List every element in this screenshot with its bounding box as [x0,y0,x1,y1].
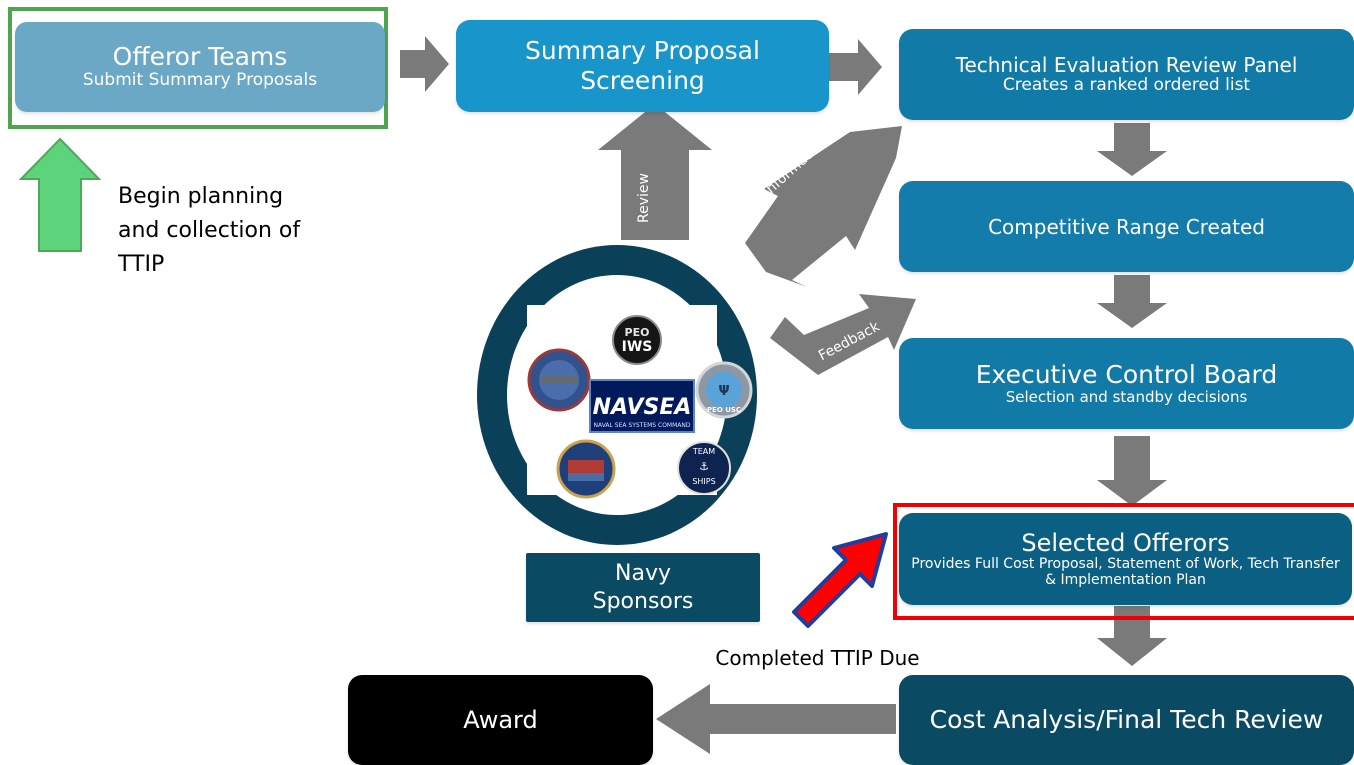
tech-eval-title: Technical Evaluation Review Panel [955,52,1298,77]
team-ships-logo-icon [677,441,731,495]
offeror-teams-sub: Submit Summary Proposals [82,69,318,90]
competitive-range-box[interactable]: Competitive Range Created [899,181,1354,272]
award-title: Award [463,705,538,734]
tech-eval-sub: Creates a ranked ordered list [1002,74,1251,95]
cost-analysis-title: Cost Analysis/Final Tech Review [929,705,1324,735]
arrow-offeror-to-screening [400,36,449,92]
green-up-arrow-icon [19,137,101,252]
summary-screening-box[interactable]: Summary Proposal Screening [456,20,829,112]
exec-board-box[interactable]: Executive Control Board Selection and st… [899,338,1354,429]
selected-offerors-title: Selected Offerors [1021,528,1230,557]
sponsor-ring-graphic: PEO IWS NAVSEA NAVAL SEA SYSTEMS COMMAND… [477,245,757,545]
navy-sponsors-ring: PEO IWS NAVSEA NAVAL SEA SYSTEMS COMMAND… [472,240,762,550]
offeror-teams-box[interactable]: Offeror Teams Submit Summary Proposals [15,22,385,112]
navsea-logo-subtext: NAVAL SEA SYSTEMS COMMAND [593,422,690,429]
svg-text:SHIPS: SHIPS [692,477,715,486]
red-pointer-arrow-icon [792,532,888,628]
award-box[interactable]: Award [348,675,653,765]
tech-eval-box[interactable]: Technical Evaluation Review Panel Create… [899,29,1354,120]
selected-offerors-sub: Provides Full Cost Proposal, Statement o… [911,556,1340,589]
svg-text:⚓: ⚓ [699,460,709,473]
arrow-tech-to-competitive [1097,123,1167,176]
exec-board-sub: Selection and standby decisions [1005,387,1248,406]
peo-iws-logo-icon [612,315,662,365]
summary-screening-title: Summary Proposal Screening [525,36,760,95]
selected-offerors-box[interactable]: Selected Offerors Provides Full Cost Pro… [899,513,1352,605]
arrow-competitive-to-exec [1097,275,1167,328]
feedback-label: Feedback [816,318,883,365]
selected-highlight-frame [893,503,1354,620]
navsea-logo [589,379,695,433]
begin-planning-note: Begin planning and collection of TTIP [118,184,301,278]
arrow-exec-to-selected [1097,436,1167,506]
arrow-cost-to-award [656,684,896,754]
svg-text:Ψ: Ψ [718,384,729,399]
svg-text:PEO: PEO [625,326,650,339]
review-label: Review [636,173,652,223]
svg-text:PEO USC: PEO USC [707,406,741,414]
arrow-screening-to-tech-eval [820,39,882,95]
completed-ttip-note: Completed TTIP Due [715,646,920,670]
offeror-highlight-frame [8,7,388,129]
competitive-range-title: Competitive Range Created [988,214,1265,239]
exec-board-title: Executive Control Board [975,360,1278,390]
navy-sponsors-box[interactable]: Navy Sponsors [526,553,760,622]
svg-text:IWS: IWS [622,339,653,355]
svg-text:TEAM: TEAM [692,447,715,456]
navy-sponsors-title: Navy Sponsors [592,561,694,614]
navsea-logo-text: NAVSEA [593,395,692,420]
cost-analysis-box[interactable]: Cost Analysis/Final Tech Review [899,675,1354,765]
offeror-teams-title: Offeror Teams [112,42,288,72]
information-label: Information [760,133,831,200]
